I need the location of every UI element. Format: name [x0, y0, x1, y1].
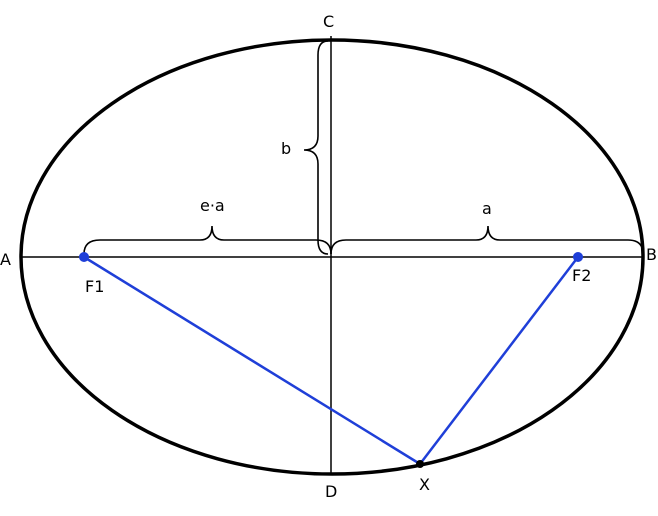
line-f2-to-x [419, 256, 579, 465]
point-x [416, 460, 424, 468]
label-f2: F2 [572, 266, 591, 285]
brace-semi-major [330, 225, 644, 255]
label-f1: F1 [85, 277, 104, 296]
label-focal-distance: e·a [200, 196, 225, 215]
label-d-covertex: D [325, 482, 337, 501]
label-b-vertex: B [646, 245, 657, 264]
focus-f2 [573, 252, 583, 262]
brace-focal-distance [83, 225, 332, 255]
label-semi-major: a [482, 199, 492, 218]
label-c-covertex: C [323, 12, 334, 31]
focus-f1 [79, 252, 89, 262]
line-f1-to-x [83, 255, 421, 466]
label-x-point: X [419, 475, 430, 494]
label-a-vertex: A [0, 250, 11, 269]
label-semi-minor: b [281, 139, 291, 158]
brace-semi-minor [303, 40, 329, 255]
